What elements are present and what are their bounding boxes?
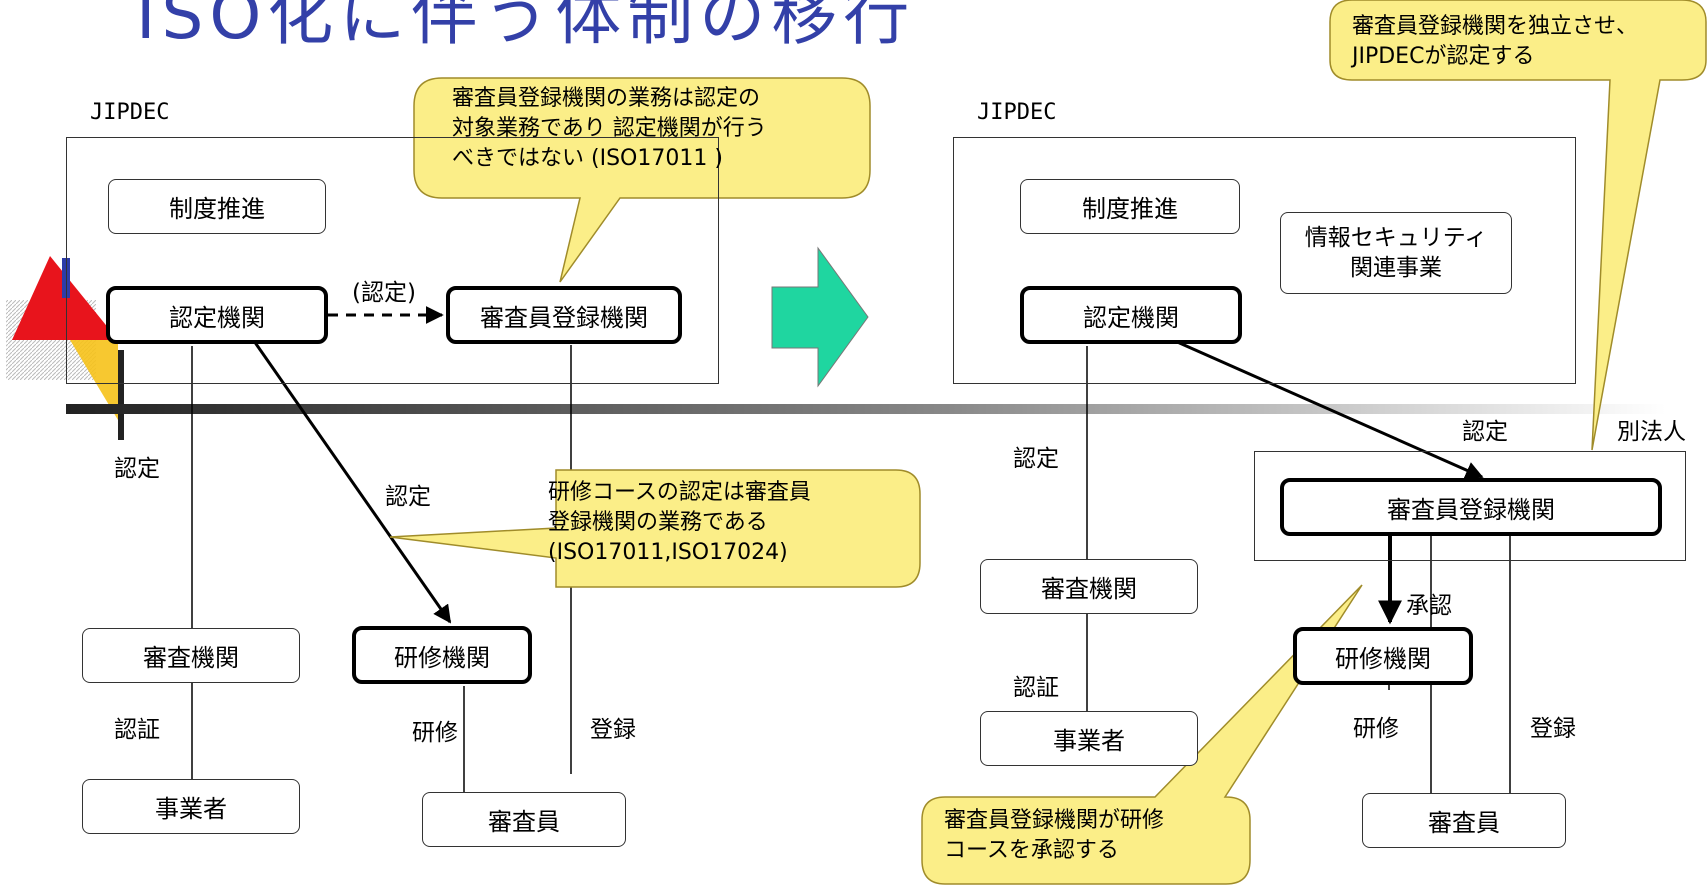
right-kenshukikan-text: 研修機関 (1335, 644, 1431, 673)
left-jipdec-frame (66, 137, 719, 384)
right-toroku-label: 登録 (1530, 716, 1576, 742)
right-shinsain-box: 審査員 (1362, 793, 1566, 848)
callout1-line1: 審査員登録機関の業務は認定の (452, 86, 761, 111)
right-shinsakikan-box: 審査機関 (980, 559, 1198, 614)
left-shinsakikan-box: 審査機関 (82, 628, 300, 683)
callout4-text: 審査員登録機関が研修 コースを承認する (944, 806, 1164, 866)
left-kenshu-label: 研修 (412, 720, 458, 746)
corner-logo (6, 256, 124, 440)
left-toroku-label: 登録 (590, 717, 636, 743)
callout3-line2: JIPDECが認定する (1352, 44, 1535, 69)
right-seido-text: 制度推進 (1082, 195, 1178, 223)
callout2-line1: 研修コースの認定は審査員 (548, 480, 811, 505)
callout4-bubble (921, 584, 1363, 885)
left-seido-text: 制度推進 (169, 195, 265, 223)
left-nintei-label-b: 認定 (385, 484, 431, 510)
left-shinsakikan-text: 審査機関 (143, 644, 239, 672)
right-nintei-label-a: 認定 (1013, 446, 1059, 472)
left-shinsainkikan-box: 審査員登録機関 (446, 286, 682, 344)
callout2-bubble (389, 469, 921, 588)
left-nintei-label-a: 認定 (114, 456, 160, 482)
right-joho-line1: 情報セキュリティ (1304, 225, 1488, 251)
right-shinsainkikan-text: 審査員登録機関 (1387, 495, 1555, 524)
callout4-line1: 審査員登録機関が研修 (944, 808, 1165, 833)
right-kenshukikan-box: 研修機関 (1293, 627, 1473, 685)
callout3-bubble (1329, 0, 1707, 451)
right-nintei-label-b: 認定 (1462, 419, 1508, 445)
right-shonin-label: 承認 (1406, 593, 1452, 619)
left-jigyosha-text: 事業者 (155, 795, 227, 823)
right-joho-box: 情報セキュリティ 関連事業 (1280, 212, 1512, 294)
right-shinsainkikan-box: 審査員登録機関 (1280, 478, 1662, 536)
left-ninsho-label: 認証 (114, 717, 160, 743)
right-ninteikikan-text: 認定機関 (1083, 303, 1179, 332)
callout2-line2: 登録機関の業務である (548, 510, 768, 535)
left-shinsain-text: 審査員 (488, 808, 560, 836)
callout2-text: 研修コースの認定は審査員 登録機関の業務である (ISO17011,ISO170… (548, 478, 811, 568)
right-org-label: JIPDEC (977, 100, 1057, 125)
transition-arrow-icon (771, 246, 869, 388)
left-ninteikikan-box: 認定機関 (106, 286, 328, 344)
right-jipdec-frame (953, 137, 1576, 384)
right-jigyosha-box: 事業者 (980, 711, 1198, 766)
right-joho-line2: 関連事業 (1350, 255, 1442, 281)
callout3-text: 審査員登録機関を独立させ、 JIPDECが認定する (1352, 12, 1638, 72)
callout1-text: 審査員登録機関の業務は認定の 対象業務であり 認定機関が行う べきではない (I… (452, 84, 767, 174)
left-org-label: JIPDEC (90, 100, 170, 125)
right-jigyosha-text: 事業者 (1053, 727, 1125, 755)
right-seido-box: 制度推進 (1020, 179, 1240, 234)
callout3-line1: 審査員登録機関を独立させ、 (1352, 14, 1639, 39)
left-shinsainkikan-text: 審査員登録機関 (480, 303, 648, 332)
right-shinsain-text: 審査員 (1428, 809, 1500, 837)
left-kenshukikan-text: 研修機関 (394, 643, 490, 672)
right-kenshu-label: 研修 (1353, 716, 1399, 742)
callout-shapes (389, 0, 1707, 885)
left-shinsain-box: 審査員 (422, 792, 626, 847)
right-betsuhojin-frame (1254, 451, 1686, 561)
callout1-line3: べきではない (ISO17011 ) (452, 146, 723, 171)
left-seido-box: 制度推進 (108, 179, 326, 234)
right-betsuhojin-label: 別法人 (1617, 419, 1686, 445)
callout4-line2: コースを承認する (944, 838, 1119, 863)
callout2-line3: (ISO17011,ISO17024) (548, 540, 788, 565)
right-ninsho-label: 認証 (1013, 675, 1059, 701)
left-ninteikikan-text: 認定機関 (169, 303, 265, 332)
left-nintei-dashed-label: (認定) (352, 280, 416, 306)
left-connectors (191, 306, 572, 792)
section-rule (66, 404, 1666, 414)
callout1-line2: 対象業務であり 認定機関が行う (452, 116, 767, 141)
left-jigyosha-box: 事業者 (82, 779, 300, 834)
right-shinsakikan-text: 審査機関 (1041, 575, 1137, 603)
left-kenshukikan-box: 研修機関 (352, 626, 532, 684)
right-ninteikikan-box: 認定機関 (1020, 286, 1242, 344)
page-title: ISO化に伴う体制の移行 (136, 0, 916, 54)
callout1-bubble (413, 77, 871, 283)
